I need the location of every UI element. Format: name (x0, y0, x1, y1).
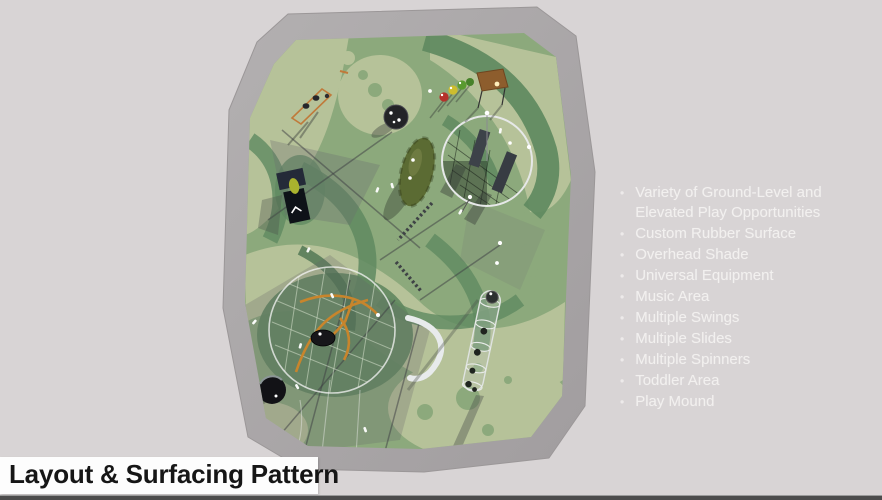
playground-surface (245, 33, 571, 449)
list-item: • Universal Equipment (620, 266, 862, 286)
bullet-icon: • (620, 311, 625, 325)
shade-shadows (245, 140, 545, 449)
net-climber-icon (268, 266, 396, 394)
page-title: Layout & Surfacing Pattern (9, 459, 339, 489)
bullet-icon: • (620, 186, 625, 200)
list-item: • Play Mound (620, 392, 862, 412)
rope-bridge-icon (394, 89, 503, 293)
list-item-text: Play Mound (635, 393, 715, 410)
list-item-text: Music Area (635, 288, 710, 305)
list-item-text: Toddler Area (635, 372, 720, 389)
list-item: • Variety of Ground-Level and Elevated Pl… (620, 183, 862, 223)
tube-slide-icon (405, 315, 444, 382)
feature-list: • Variety of Ground-Level and Elevated Pl… (620, 183, 862, 413)
bullet-icon: • (620, 353, 625, 367)
list-item: • Music Area (620, 287, 862, 307)
bullet-icon: • (620, 248, 625, 262)
list-item: • Overhead Shade (620, 245, 862, 265)
rope-tower-icon (406, 290, 502, 449)
bullet-icon: • (620, 290, 625, 304)
people-figures (252, 128, 502, 433)
title-box: Layout & Surfacing Pattern (0, 457, 339, 494)
list-item: • Multiple Swings (620, 308, 862, 328)
shade-canopy-icon (464, 68, 509, 123)
play-mound-icon (383, 136, 437, 221)
list-item: • Toddler Area (620, 371, 862, 391)
bullet-icon: • (620, 332, 625, 346)
music-area-icon (429, 78, 474, 119)
bullet-icon: • (620, 395, 625, 409)
list-item-text: Variety of Ground-Level and Elevated Pla… (635, 184, 822, 221)
list-item-text: Overhead Shade (635, 246, 749, 263)
top-spinner-icon (371, 104, 409, 138)
list-item-text: Multiple Swings (635, 309, 740, 326)
bullet-icon: • (620, 374, 625, 388)
bullet-icon: • (620, 227, 625, 241)
list-item: • Custom Rubber Surface (620, 224, 862, 244)
list-item-text: Universal Equipment (635, 267, 774, 284)
list-item: • Multiple Slides (620, 329, 862, 349)
elevated-play-structure-icon (440, 110, 533, 225)
bullet-icon: • (620, 269, 625, 283)
list-item-text: Custom Rubber Surface (635, 225, 797, 242)
bottom-edge-strip (0, 495, 882, 500)
slide-tower-icon (258, 167, 311, 235)
list-item-text: Multiple Spinners (635, 351, 751, 368)
list-item: • Multiple Spinners (620, 350, 862, 370)
list-item-text: Multiple Slides (635, 330, 732, 347)
surface-dot-pattern (358, 70, 551, 436)
swing-frame-icon (287, 70, 349, 146)
